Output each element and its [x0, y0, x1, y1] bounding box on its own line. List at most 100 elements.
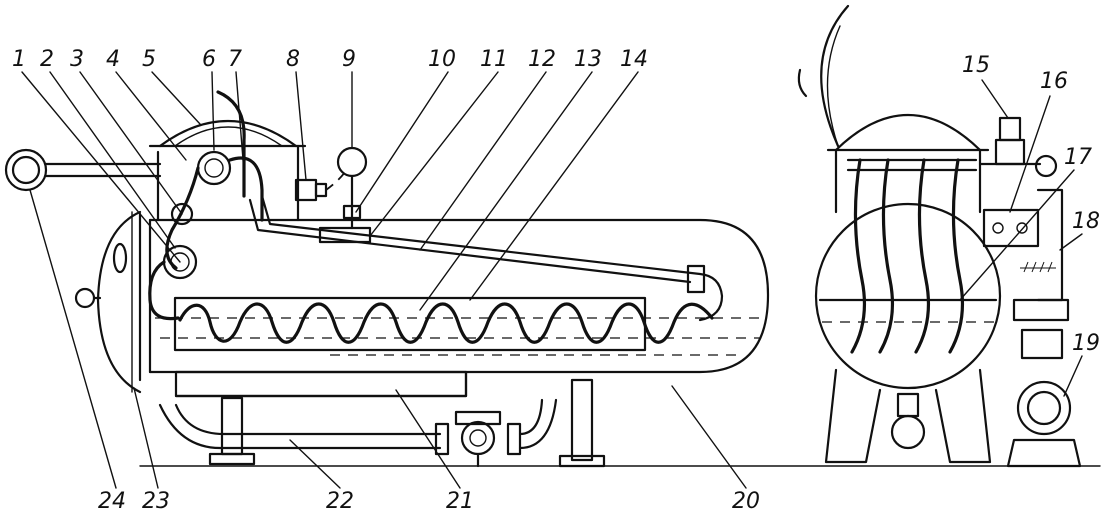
leader-13: [419, 71, 593, 311]
vessel-section: [814, 202, 1002, 390]
callout-18: 18: [1072, 209, 1100, 234]
circ-pipe-right-inner: [518, 398, 544, 436]
callout-12: 12: [528, 47, 556, 72]
pressure-gauge-9: [336, 146, 368, 178]
frame-21-edge: [174, 370, 468, 398]
callout-24: 24: [98, 489, 126, 514]
circ-pipe-outer: [158, 403, 442, 450]
callout-1: 1: [12, 47, 26, 72]
callout-22: 22: [326, 489, 354, 514]
open-lid-inner: [826, 25, 841, 147]
leader-2: [49, 71, 176, 249]
callouts: 1 2 3 4 5 6 7 8 9 10 11 12 13 14 15 16 1…: [12, 47, 1100, 514]
lid-handle: [797, 68, 808, 98]
callout-13: 13: [574, 47, 602, 72]
callout-14: 14: [620, 47, 648, 72]
circ-pipe-right-outer: [518, 398, 558, 450]
column-hatch: [1020, 261, 1056, 273]
pump-19: [1016, 380, 1072, 436]
leader-18: [1059, 233, 1083, 251]
door-handwheel: [74, 287, 96, 309]
end-drain-stem: [896, 392, 920, 418]
leader-8: [295, 71, 307, 181]
pressure-gauge-24: [4, 148, 48, 192]
callout-21: 21: [446, 489, 474, 514]
leader-23: [133, 387, 159, 489]
open-lid: [820, 4, 850, 148]
leader-21: [395, 389, 461, 489]
fitting-15-body: [994, 138, 1026, 166]
leader-1: [21, 71, 181, 263]
dome-cap: [158, 120, 298, 148]
callout-8: 8: [286, 47, 300, 72]
leader-7: [235, 71, 245, 173]
leader-lines: [21, 71, 1083, 489]
leader-24: [29, 189, 117, 489]
callout-19: 19: [1072, 331, 1100, 356]
vessel-body: [148, 218, 770, 374]
leader-10: [355, 71, 449, 213]
basket-rope-3: [914, 158, 931, 354]
leader-4: [115, 71, 187, 161]
basket-rope-4: [948, 158, 965, 354]
callout-11: 11: [480, 47, 508, 72]
callout-9: 9: [342, 47, 356, 72]
callout-10: 10: [428, 47, 456, 72]
column-base: [1012, 298, 1070, 322]
end-drain-valve: [890, 414, 926, 450]
basket-rope-2: [878, 158, 895, 354]
pipe-coupling: [686, 264, 706, 294]
flange-left: [434, 422, 450, 456]
pump-base: [1006, 438, 1082, 468]
end-view: [797, 4, 1082, 468]
leader-15: [981, 79, 1009, 119]
circ-pipe-inner: [174, 403, 442, 436]
leader-6: [211, 71, 215, 151]
leader-11: [369, 71, 499, 237]
pump-valve-top: [454, 410, 502, 426]
leader-14: [469, 71, 639, 301]
dome-port: [170, 202, 194, 226]
leader-19: [1063, 355, 1083, 397]
support-left: [824, 368, 882, 464]
foot-1: [208, 452, 256, 466]
callout-15: 15: [962, 53, 990, 78]
pump-19-inner: [1026, 390, 1062, 426]
end-frame-top: [834, 113, 982, 214]
pump-motor: [1020, 328, 1064, 360]
top-inlet-pipe: [216, 90, 246, 198]
heating-coil: [178, 302, 714, 344]
dome-coil-upper: [196, 150, 232, 186]
callout-6: 6: [202, 47, 216, 72]
callout-5: 5: [142, 47, 156, 72]
side-view: [4, 90, 1101, 468]
safety-valve-8-cap: [314, 182, 328, 198]
dome-drain-pipe: [148, 260, 180, 321]
leader-12: [419, 71, 547, 251]
leader-20: [671, 385, 747, 489]
pump-valve: [460, 420, 496, 456]
leg-2: [570, 378, 594, 462]
pressure-gauge-24-inner: [11, 155, 41, 185]
box-16: [982, 208, 1040, 248]
callout-2: 2: [40, 47, 54, 72]
fitting-15: [998, 116, 1022, 142]
gauge-9-valve: [342, 204, 362, 220]
door-sight-glass: [112, 242, 128, 274]
roller-baskets: [846, 158, 978, 354]
basket-rope-1: [850, 158, 867, 354]
foot-2: [558, 454, 606, 468]
leader-16: [1009, 95, 1051, 213]
side-elbow: [1034, 154, 1058, 178]
dome-pipe-b: [228, 156, 264, 222]
callout-17: 17: [1064, 145, 1092, 170]
dome-pipe-a: [165, 166, 200, 270]
box-16-dot-2: [1016, 222, 1028, 234]
flange-right: [506, 422, 522, 456]
box-16-dot-1: [992, 222, 1004, 234]
leader-5: [151, 71, 201, 125]
callout-3: 3: [70, 47, 84, 72]
leader-22: [289, 439, 341, 489]
callout-20: 20: [732, 489, 760, 514]
